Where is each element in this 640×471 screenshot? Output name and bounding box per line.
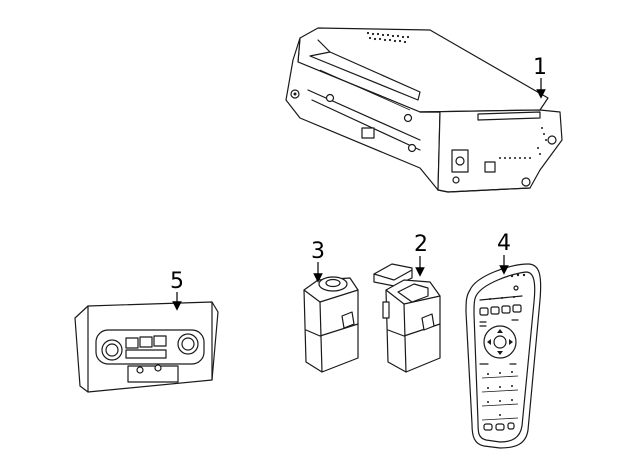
callout-1: 1 — [533, 55, 547, 99]
callout-2-label: 2 — [414, 232, 428, 257]
jack-module-icon — [303, 276, 359, 373]
climate-control-panel-icon — [74, 301, 219, 393]
callout-5: 5 — [170, 269, 184, 311]
remote-keypad — [481, 371, 519, 421]
remote-control-icon — [465, 263, 542, 449]
radio-receiver-unit-icon — [285, 27, 563, 193]
callout-1-label: 1 — [533, 55, 547, 80]
callout-2: 2 — [414, 232, 428, 277]
callout-5-label: 5 — [170, 269, 184, 294]
callout-3: 3 — [311, 239, 325, 283]
callout-4-label: 4 — [497, 231, 511, 256]
usb-aux-module-icon — [373, 263, 441, 373]
callout-4: 4 — [497, 231, 511, 275]
callout-3-label: 3 — [311, 239, 325, 264]
